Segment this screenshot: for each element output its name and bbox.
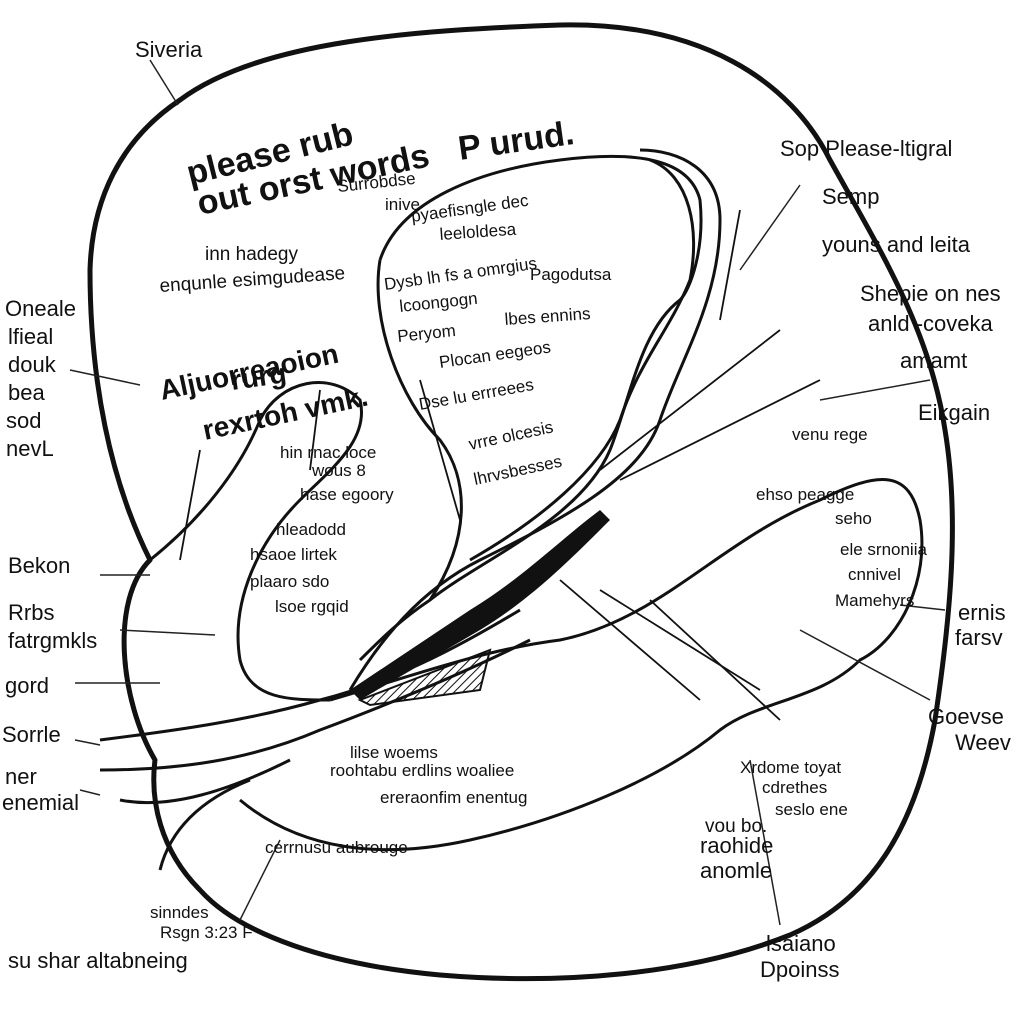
label-bottom-center-c: anomle bbox=[700, 858, 772, 883]
inner-right-mid-e: Mamehyrs bbox=[835, 591, 914, 610]
inner-lower-left-b: hsaoe lirtek bbox=[250, 545, 337, 564]
core-line: Pagodutsa bbox=[530, 265, 612, 284]
inner-lower-right-b: cdrethes bbox=[762, 778, 827, 797]
label-bottom-left-main: su shar altabneing bbox=[8, 948, 188, 973]
inner-lower-right-a: Xrdome toyat bbox=[740, 758, 841, 777]
label-bottom-left-small-b: Rsgn 3:23 F bbox=[160, 923, 253, 942]
label-right-4a: Shepie on nes bbox=[860, 281, 1001, 306]
inner-center-big-b: rurg bbox=[229, 357, 289, 395]
label-bottom-left-small-a: sinndes bbox=[150, 903, 209, 922]
inner-mid-left-c: hase egoory bbox=[300, 485, 394, 504]
label-right-6a: ernis bbox=[958, 600, 1006, 625]
inner-mid-left-b: wous 8 bbox=[311, 461, 366, 480]
label-right-6b: farsv bbox=[955, 625, 1003, 650]
inner-bottom-text-a: lilse woems bbox=[350, 743, 438, 762]
label-bottom-right-a: lsaiano bbox=[766, 931, 836, 956]
core-line: Dse lu errreees bbox=[417, 375, 535, 414]
inner-right-mid-b: seho bbox=[835, 509, 872, 528]
inner-mid-left-a: hin rnac loce bbox=[280, 443, 376, 462]
inner-left-block-a: inn hadegy bbox=[205, 244, 298, 265]
label-left-6a: ner bbox=[5, 764, 37, 789]
label-right-1: Sop Please-ltigral bbox=[780, 136, 952, 161]
inner-right-mid-d: cnnivel bbox=[848, 565, 901, 584]
core-line: lhrvsbesses bbox=[472, 452, 564, 489]
label-left-1-line: nevL bbox=[6, 436, 54, 461]
label-right-3: youns and leita bbox=[822, 232, 971, 257]
duct-upper bbox=[99, 608, 521, 742]
inner-right-mid-c: ele srnoniia bbox=[840, 540, 927, 559]
duct-branch bbox=[119, 758, 291, 871]
label-right-7b: Weev bbox=[955, 730, 1011, 755]
label-left-6b: enemial bbox=[2, 790, 79, 815]
label-right-4c: amamt bbox=[900, 348, 967, 373]
outer-outline bbox=[87, 22, 955, 982]
core-line: Plocan eegeos bbox=[438, 337, 552, 371]
core-line: leeloldesa bbox=[439, 220, 517, 244]
label-left-1-line: lfieal bbox=[8, 324, 53, 349]
lower-lobe bbox=[239, 478, 924, 852]
dark-band bbox=[350, 510, 610, 700]
label-left-5: Sorrle bbox=[2, 722, 61, 747]
label-bottom-center-b: raohide bbox=[700, 833, 773, 858]
label-right-4b: anld -coveka bbox=[868, 311, 994, 336]
label-left-1-line: Oneale bbox=[5, 296, 76, 321]
label-left-1-line: sod bbox=[6, 408, 41, 433]
core-line: Peryom bbox=[396, 321, 456, 346]
label-right-5: Eikgain bbox=[918, 400, 990, 425]
label-left-1-line: douk bbox=[8, 352, 57, 377]
inner-bottom-text-c: ereraonfim enentug bbox=[380, 788, 527, 807]
label-left-3a: Rrbs bbox=[8, 600, 54, 625]
inner-core-lines: pyaefisngle dec leeloldesa Dysb lh fs a … bbox=[383, 191, 612, 489]
hatched-region bbox=[357, 648, 492, 707]
label-top-left: Siveria bbox=[135, 37, 203, 62]
inner-lower-right-c: seslo ene bbox=[775, 800, 848, 819]
inner-lower-left-d: lsoe rgqid bbox=[275, 597, 349, 616]
label-right-7a: Goevse bbox=[928, 704, 1004, 729]
left-lobe-edge bbox=[149, 381, 363, 702]
label-right-2: Semp bbox=[822, 184, 879, 209]
label-left-3b: fatrgmkls bbox=[8, 628, 97, 653]
label-bottom-right-b: Dpoinss bbox=[760, 957, 839, 982]
label-left-4: gord bbox=[5, 673, 49, 698]
inner-right-mid-a: ehso peagge bbox=[756, 485, 854, 504]
label-left-1-line: bea bbox=[8, 380, 45, 405]
leader-lines bbox=[69, 59, 946, 926]
inner-lobe-left bbox=[376, 259, 463, 601]
inner-bottom-text-d: cerrnusu aubrouge bbox=[265, 838, 408, 857]
inner-lower-left-c: plaaro sdo bbox=[250, 572, 329, 591]
core-line: lbes ennins bbox=[504, 304, 591, 329]
inner-left-block-b: enqunle esimgudease bbox=[159, 263, 346, 297]
inner-lower-left-a: hleadodd bbox=[276, 520, 346, 539]
inner-channel-inner bbox=[469, 158, 696, 562]
inner-small-top-b: inive bbox=[385, 195, 420, 214]
label-left-1: Oneale lfieal douk bea sod nevL bbox=[5, 296, 76, 461]
label-bottom-center-a: vou bo. bbox=[705, 816, 767, 837]
inner-bottom-text-b: roohtabu erdlins woaliee bbox=[330, 761, 514, 780]
radiating-lines bbox=[179, 209, 821, 721]
label-left-2: Bekon bbox=[8, 553, 70, 578]
core-line: Dysb lh fs a omrgius bbox=[383, 254, 538, 294]
core-line: lcoongogn bbox=[398, 289, 478, 316]
inner-right-small: venu rege bbox=[792, 425, 868, 444]
core-line: vrre olcesis bbox=[467, 417, 555, 453]
